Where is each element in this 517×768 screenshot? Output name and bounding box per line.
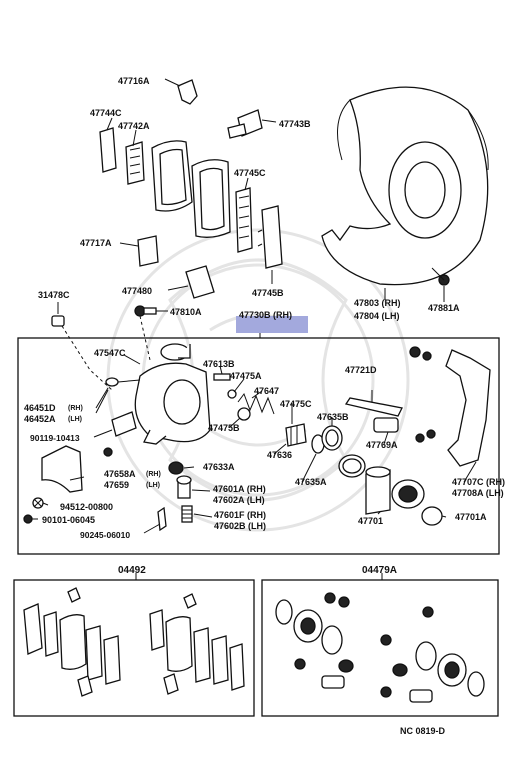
label-47658A: 47658A xyxy=(104,469,136,479)
bushing-47633A-part xyxy=(168,461,184,475)
bushing-47769A-part xyxy=(373,417,399,433)
label-kit-04492: 04492 xyxy=(118,565,146,576)
label-47743B: 47743B xyxy=(279,119,311,129)
label-47601A: 47601A (RH) xyxy=(213,484,266,494)
kit-04492-pads xyxy=(23,587,245,697)
slide-bolt-47721D-part xyxy=(344,390,403,417)
label-47748D: 477480 xyxy=(122,286,152,296)
label-47602B: 47602B (LH) xyxy=(214,521,266,531)
label-94512: 94512-00800 xyxy=(60,502,113,512)
boot-47658A-part xyxy=(41,445,83,493)
label-47730B[interactable]: 47730B (RH) xyxy=(239,310,292,320)
clip-47748D-part xyxy=(167,265,215,299)
seal-47635B-part xyxy=(321,425,343,451)
footer-code: NC 0819-D xyxy=(400,726,446,736)
label-47475C: 47475C xyxy=(280,399,312,409)
label-47701A: 47701A xyxy=(455,512,487,522)
label-46452A-side: (LH) xyxy=(68,416,82,423)
label-90245: 90245-06010 xyxy=(80,530,130,540)
label-47708A: 47708A (LH) xyxy=(452,488,504,498)
label-47707C: 47707C (RH) xyxy=(452,477,505,487)
label-47601F: 47601F (RH) xyxy=(214,510,266,520)
shim-47742A-part xyxy=(125,129,145,185)
label-31478C: 31478C xyxy=(38,290,70,300)
label-47717A: 47717A xyxy=(80,238,112,248)
caliper-assembly-frame xyxy=(17,337,500,555)
slide-pin-47601F-part xyxy=(181,505,193,523)
bolt-47881A-part xyxy=(431,267,450,302)
label-47547C: 47547C xyxy=(94,348,126,358)
leader-lines xyxy=(32,354,477,534)
shim-47745C-part xyxy=(235,177,253,253)
kit-04492-frame xyxy=(13,579,255,717)
label-47635B: 47635B xyxy=(317,412,349,422)
label-47803: 47803 (RH) xyxy=(354,298,401,308)
washer-94512-part xyxy=(32,497,44,509)
clip-90245-part xyxy=(157,506,167,532)
mounting-bracket-part xyxy=(409,346,491,467)
clip-47716A-part xyxy=(164,78,198,105)
label-kit-04479A: 04479A xyxy=(362,565,397,576)
label-47804: 47804 (LH) xyxy=(354,311,400,321)
label-46452A: 46452A xyxy=(24,414,56,424)
label-47744C: 47744C xyxy=(90,108,122,118)
clip-47717A-part xyxy=(119,235,159,267)
boot-47475C-part xyxy=(285,423,307,447)
ring-47701A-part xyxy=(421,506,443,526)
bleeder-plug-part xyxy=(105,377,141,387)
bracket-90119-part xyxy=(103,411,137,457)
label-47602A: 47602A (LH) xyxy=(213,495,265,505)
caliper-body-part xyxy=(134,343,211,445)
label-47769A: 47769A xyxy=(366,440,398,450)
label-90119: 90119-10413 xyxy=(30,433,80,443)
label-47658A-side: (RH) xyxy=(146,471,161,478)
part-47730B-highlight[interactable] xyxy=(236,316,308,333)
label-47881A: 47881A xyxy=(428,303,460,313)
kit-04479A-frame xyxy=(261,579,499,717)
label-46451D-side: (RH) xyxy=(68,405,83,412)
piston-47701-part xyxy=(365,466,391,515)
label-47475A: 47475A xyxy=(230,371,262,381)
seal-47707C-part xyxy=(391,479,425,509)
clip-47743B-part xyxy=(227,109,277,139)
kit-04479A-seals xyxy=(275,592,485,703)
label-47721D: 47721D xyxy=(345,365,377,375)
cap-31478C-part xyxy=(51,302,65,327)
slide-pin-47601A-part xyxy=(176,475,192,499)
spring-47647-part xyxy=(237,392,275,421)
label-47659: 47659 xyxy=(104,480,129,490)
label-47475B: 47475B xyxy=(208,423,240,433)
label-47810A: 47810A xyxy=(170,307,202,317)
shim-47744C-part xyxy=(99,117,117,173)
label-46451D: 46451D xyxy=(24,403,56,413)
label-47635A: 47635A xyxy=(295,477,327,487)
label-47647: 47647 xyxy=(254,386,279,396)
brake-pad-outer-part xyxy=(191,159,231,238)
label-47701: 47701 xyxy=(358,516,383,526)
pin-47613B-part xyxy=(213,373,231,381)
bolt-90101-part xyxy=(23,514,33,524)
label-47613B: 47613B xyxy=(203,359,235,369)
label-47742A: 47742A xyxy=(118,121,150,131)
dust-shield-part xyxy=(321,86,489,300)
label-90101: 90101-06045 xyxy=(42,515,95,525)
label-47716A: 47716A xyxy=(118,76,150,86)
label-47633A: 47633A xyxy=(203,462,235,472)
label-47745B: 47745B xyxy=(252,288,284,298)
brake-pad-inner-part xyxy=(151,140,193,212)
shim-47745B-part xyxy=(257,205,283,284)
label-47659-side: (LH) xyxy=(146,482,160,489)
label-47745C: 47745C xyxy=(234,168,266,178)
ring-47635A-part xyxy=(338,454,366,478)
label-47636: 47636 xyxy=(267,450,292,460)
